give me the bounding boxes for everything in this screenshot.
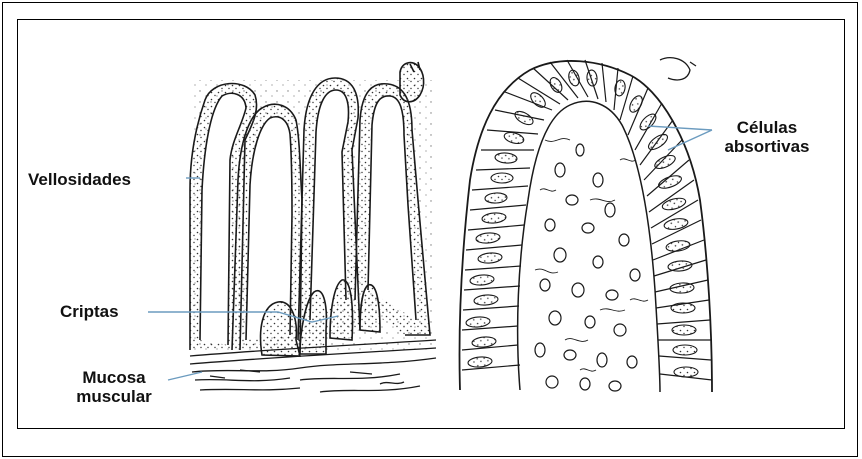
muscularis-label-line1: Mucosa: [64, 368, 164, 387]
right-cells: [614, 68, 712, 380]
absorptive-label-line2: absortivas: [712, 137, 822, 156]
crypts-label: Criptas: [60, 302, 119, 321]
core-cells: [535, 144, 640, 391]
villi-label: Vellosidades: [28, 170, 131, 189]
muscularis-label-line2: muscular: [64, 387, 164, 406]
villi-section: [190, 62, 436, 392]
core-fibers: [535, 139, 648, 372]
muscularis-pointer: [168, 372, 202, 380]
left-nuclei: [466, 69, 598, 368]
epithelium-section: [459, 58, 712, 392]
absorptive-label-line1: Células: [712, 118, 822, 137]
muscularis-mucosae-label: Mucosa muscular: [64, 368, 164, 406]
absorptive-cells-label: Células absortivas: [712, 118, 822, 156]
